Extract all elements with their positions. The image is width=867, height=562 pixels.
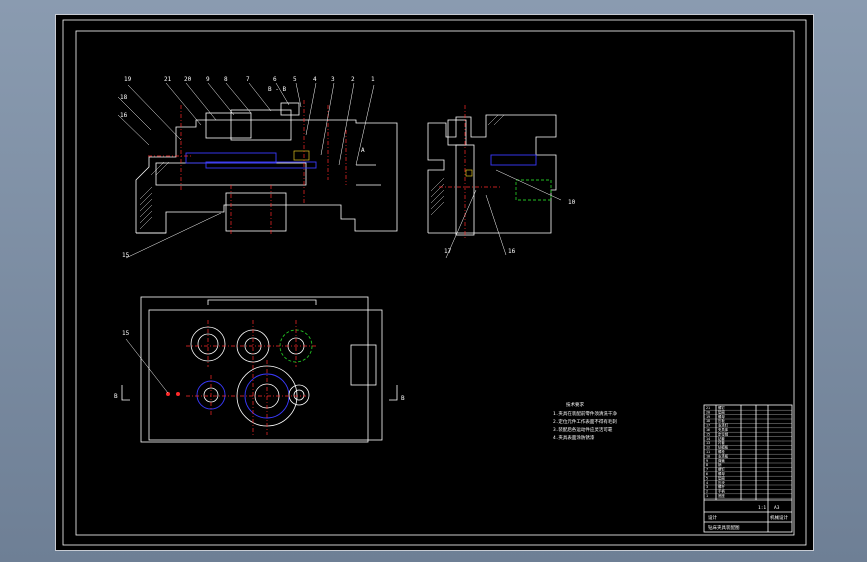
title-sheet: A3 bbox=[774, 505, 780, 511]
callout-top-3: 3 bbox=[331, 76, 335, 83]
parts-row-name: 螺母 bbox=[718, 414, 725, 419]
parts-row-no: 8 bbox=[706, 463, 708, 467]
title-drawing-name: 钻床夹具装配图 bbox=[708, 524, 740, 531]
tech-req-line-1: 1.夹具在装配前零件须清洗干净 bbox=[553, 410, 617, 417]
parts-row-name: 手柄 bbox=[718, 489, 725, 494]
title-scale: 1:1 bbox=[758, 505, 766, 511]
parts-row-no: 16 bbox=[706, 428, 710, 432]
assembly-drawing bbox=[62, 19, 807, 546]
parts-row-no: 14 bbox=[706, 437, 710, 441]
callout-top-5: 5 bbox=[293, 76, 297, 83]
parts-row-name: 螺杆 bbox=[718, 484, 725, 489]
parts-row-no: 18 bbox=[706, 419, 710, 423]
callout-top-9: 9 bbox=[206, 76, 210, 83]
callout-left-18: 18 bbox=[120, 94, 128, 101]
parts-row-no: 7 bbox=[706, 468, 708, 472]
parts-row-no: 5 bbox=[706, 476, 708, 480]
parts-row-name: 压板 bbox=[718, 418, 725, 423]
callout-top-1: 1 bbox=[371, 76, 375, 83]
section-mark-left: B bbox=[114, 393, 118, 400]
parts-row-no: 11 bbox=[706, 450, 710, 454]
callout-left-16: 16 bbox=[120, 112, 128, 119]
parts-row-name: 钻套 bbox=[718, 436, 725, 441]
title-school: 机械设计 bbox=[770, 514, 788, 521]
parts-row-name: 钻模板 bbox=[718, 445, 729, 450]
parts-row-name: 底座 bbox=[718, 493, 725, 498]
inner-frame bbox=[75, 30, 795, 536]
callout-plan-15: 15 bbox=[122, 330, 130, 337]
parts-row-no: 4 bbox=[706, 481, 708, 485]
parts-row-no: 21 bbox=[706, 406, 710, 410]
callout-top-6: 6 bbox=[273, 76, 277, 83]
title-designer: 设计 bbox=[708, 514, 717, 521]
front-section-view bbox=[117, 82, 398, 259]
parts-row-name: 垫圈 bbox=[718, 409, 725, 414]
section-mark-right: B bbox=[401, 395, 405, 402]
plan-view bbox=[121, 296, 398, 443]
callout-side-16: 16 bbox=[508, 248, 516, 255]
callout-top-8: 8 bbox=[224, 76, 228, 83]
parts-row-name: 定位销 bbox=[718, 431, 729, 436]
callout-side-17: 17 bbox=[444, 248, 452, 255]
parts-row-no: 17 bbox=[706, 424, 710, 428]
tech-req-line-3: 3.装配后各运动件应灵活可靠 bbox=[553, 426, 613, 433]
callout-side-10: 10 bbox=[568, 199, 576, 206]
callout-top-20: 20 bbox=[184, 76, 192, 83]
parts-row-name: 螺母 bbox=[718, 471, 725, 476]
tech-req-title: 技术要求 bbox=[566, 401, 584, 408]
parts-row-no: 19 bbox=[706, 415, 710, 419]
view-a-label: A bbox=[361, 147, 365, 154]
parts-row-no: 3 bbox=[706, 485, 708, 489]
parts-row-name: 压块 bbox=[718, 480, 725, 485]
callout-top-19: 19 bbox=[124, 76, 132, 83]
parts-row-no: 13 bbox=[706, 441, 710, 445]
parts-row-no: 20 bbox=[706, 410, 710, 414]
parts-row-name: 衬套 bbox=[718, 440, 725, 445]
parts-row-name: 螺钉 bbox=[718, 405, 725, 410]
side-section-view bbox=[427, 105, 562, 259]
parts-row-no: 9 bbox=[706, 459, 708, 463]
parts-row-name: 支承钉 bbox=[718, 423, 729, 428]
callout-front-15: 15 bbox=[122, 252, 130, 259]
parts-row-no: 15 bbox=[706, 432, 710, 436]
tech-req-line-4: 4.夹具表面涂防锈漆 bbox=[553, 434, 595, 441]
parts-row-name: 螺钉 bbox=[718, 467, 725, 472]
parts-row-name: 弹簧 bbox=[718, 458, 725, 463]
parts-row-name: 垫圈 bbox=[718, 475, 725, 480]
parts-row-no: 6 bbox=[706, 472, 708, 476]
parts-row-name: 支承板 bbox=[718, 453, 729, 458]
parts-row-name: 夹具体 bbox=[718, 427, 729, 432]
parts-row-no: 12 bbox=[706, 446, 710, 450]
outer-frame bbox=[62, 19, 807, 546]
section-label: B - B bbox=[268, 86, 286, 93]
parts-row-name: 螺栓 bbox=[718, 449, 725, 454]
parts-row-name: 销 bbox=[718, 462, 722, 467]
parts-row-no: 10 bbox=[706, 454, 710, 458]
parts-row-no: 1 bbox=[706, 494, 708, 498]
callout-top-21: 21 bbox=[164, 76, 172, 83]
callout-top-4: 4 bbox=[313, 76, 317, 83]
callout-top-7: 7 bbox=[246, 76, 250, 83]
tech-req-line-2: 2.定位元件工作表面不得有毛刺 bbox=[553, 418, 617, 425]
title-block bbox=[703, 404, 793, 533]
parts-row-no: 2 bbox=[706, 490, 708, 494]
callout-top-2: 2 bbox=[351, 76, 355, 83]
